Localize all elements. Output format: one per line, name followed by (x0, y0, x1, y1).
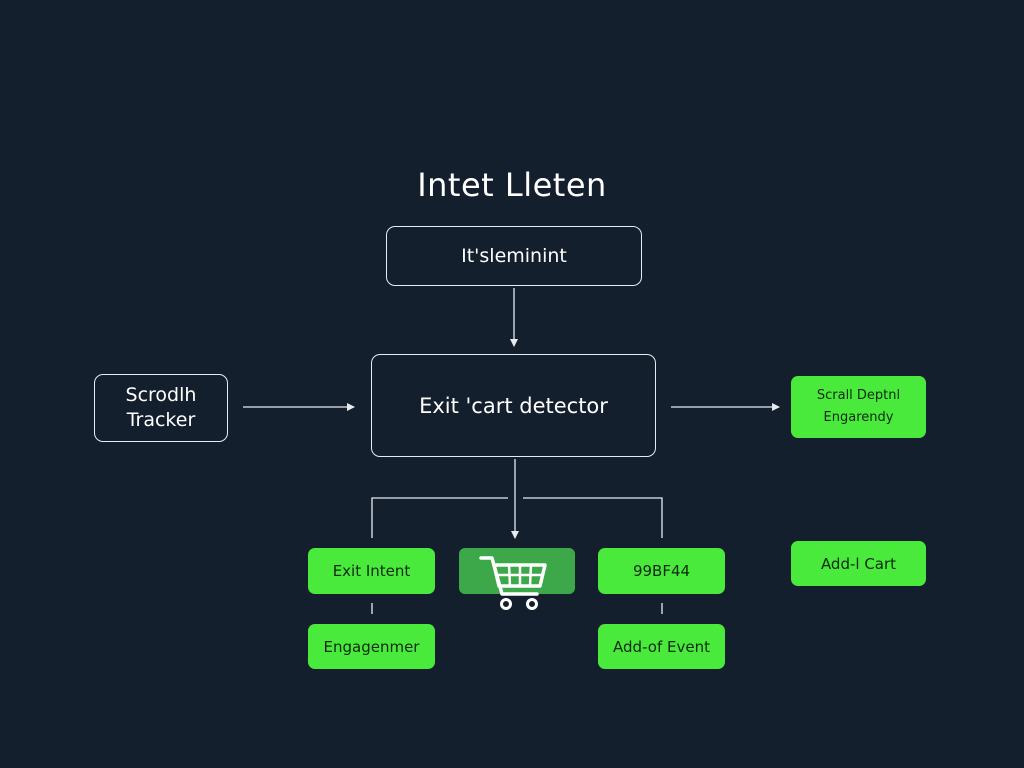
right-node-label-line1: Scrall Deptnl (816, 388, 901, 403)
left-node-label-line2: Tracker (126, 409, 196, 431)
add-event-node-label: Add-of Event (613, 637, 710, 656)
branch-line-right (523, 497, 663, 538)
top-node-label: It'sleminint (461, 245, 567, 267)
engagement-node-label: Engagenmer (323, 637, 420, 656)
add-cart-node-label: Add-l Cart (820, 554, 897, 573)
right-node: Scrall Deptnl Engarendy (791, 376, 926, 438)
shopping-cart-icon (479, 556, 547, 610)
engagement-node: Engagenmer (308, 624, 435, 669)
center-node: Exit 'cart detector (371, 354, 656, 457)
top-node: It'sleminint (386, 226, 642, 286)
left-node-label-line1: Scrodlh (125, 384, 197, 406)
right-node-label-line2: Engarendy (823, 410, 894, 425)
add-cart-node: Add-l Cart (791, 541, 926, 586)
exit-intent-node: Exit Intent (308, 548, 435, 594)
left-node: Scrodlh Tracker (94, 374, 228, 442)
branch-line-left (371, 497, 508, 538)
diagram-title: Intet Lleten (417, 166, 607, 204)
center-node-label: Exit 'cart detector (419, 393, 608, 418)
add-event-node: Add-of Event (598, 624, 725, 669)
code-node: 99BF44 (598, 548, 725, 594)
exit-intent-node-label: Exit Intent (332, 562, 411, 580)
code-node-label: 99BF44 (632, 562, 691, 580)
